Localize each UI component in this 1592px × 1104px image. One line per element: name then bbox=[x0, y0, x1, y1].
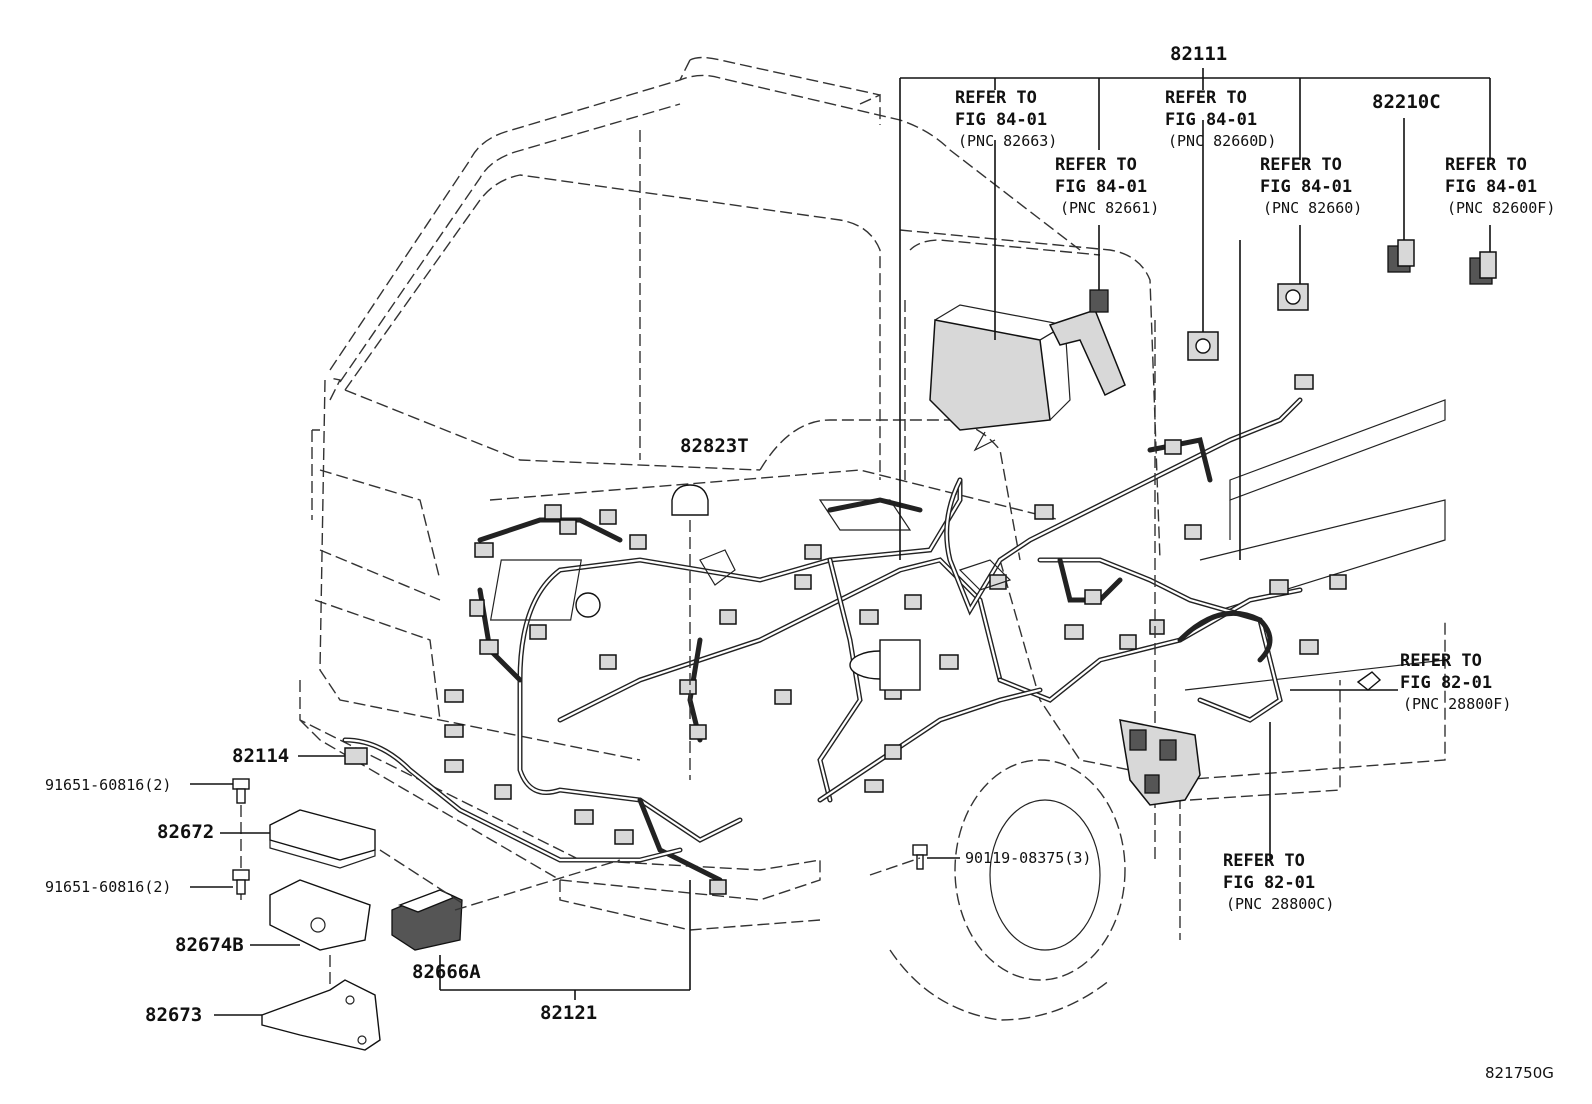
svg-text:REFER TO: REFER TO bbox=[1400, 651, 1482, 671]
ecu-82672-shape bbox=[220, 809, 376, 869]
bolt-90119-assy bbox=[869, 844, 960, 876]
svg-text:FIG 84-01: FIG 84-01 bbox=[1260, 177, 1352, 197]
label-bolt-90119: 90119-08375(3) bbox=[965, 849, 1091, 867]
ref-block-82600f: REFER TO FIG 84-01 (PNC 82600F) bbox=[1445, 155, 1555, 217]
svg-text:(PNC 28800F): (PNC 28800F) bbox=[1403, 695, 1511, 713]
label-82672: 82672 bbox=[157, 821, 214, 843]
ref-block-82661: REFER TO FIG 84-01 (PNC 82661) bbox=[1055, 155, 1159, 217]
bolt-91651-b bbox=[190, 869, 250, 895]
svg-text:(PNC 28800C): (PNC 28800C) bbox=[1226, 895, 1334, 913]
svg-text:FIG 82-01: FIG 82-01 bbox=[1223, 873, 1315, 893]
fuse-block-28800c bbox=[1119, 719, 1271, 860]
svg-text:(PNC 82660): (PNC 82660) bbox=[1263, 199, 1362, 217]
svg-text:FIG 84-01: FIG 84-01 bbox=[1055, 177, 1147, 197]
ref-block-82660d: REFER TO FIG 84-01 (PNC 82660D) bbox=[1165, 88, 1276, 150]
label-82666a: 82666A bbox=[412, 961, 481, 983]
svg-text:REFER TO: REFER TO bbox=[1260, 155, 1342, 175]
connector-28800f bbox=[1290, 671, 1398, 691]
svg-text:FIG 84-01: FIG 84-01 bbox=[955, 110, 1047, 130]
relay-82600f bbox=[1469, 225, 1497, 285]
svg-text:REFER TO: REFER TO bbox=[955, 88, 1037, 108]
label-82210c: 82210C bbox=[1372, 91, 1441, 113]
label-82114: 82114 bbox=[232, 745, 289, 767]
bracket-82661 bbox=[1048, 225, 1126, 397]
ref-block-28800f: REFER TO FIG 82-01 (PNC 28800F) bbox=[1400, 651, 1511, 713]
svg-text:REFER TO: REFER TO bbox=[1165, 88, 1247, 108]
svg-text:FIG 84-01: FIG 84-01 bbox=[1445, 177, 1537, 197]
relay-82660 bbox=[1277, 225, 1309, 311]
labels: 82111 82210C 82823T 82114 91651-60816(2)… bbox=[45, 43, 1555, 1082]
leader-82121 bbox=[379, 849, 691, 1000]
relay-82660d bbox=[1187, 120, 1219, 361]
figure-code: 821750G bbox=[1485, 1064, 1554, 1082]
label-82111: 82111 bbox=[1170, 43, 1227, 65]
label-bolt-91651-b: 91651-60816(2) bbox=[45, 878, 171, 896]
svg-text:(PNC 82663): (PNC 82663) bbox=[958, 132, 1057, 150]
ecu-82663 bbox=[929, 140, 1071, 452]
ref-block-82663: REFER TO FIG 84-01 (PNC 82663) bbox=[955, 88, 1057, 150]
bracket-82674b-shape bbox=[250, 879, 371, 985]
label-82121: 82121 bbox=[540, 1002, 597, 1024]
svg-text:FIG 82-01: FIG 82-01 bbox=[1400, 673, 1492, 693]
relay-82210c bbox=[1387, 118, 1415, 273]
svg-text:(PNC 82661): (PNC 82661) bbox=[1060, 199, 1159, 217]
ref-block-82660: REFER TO FIG 84-01 (PNC 82660) bbox=[1260, 155, 1362, 217]
clip-82114-assy bbox=[298, 747, 368, 765]
harness-connectors bbox=[444, 374, 1347, 895]
plate-82673-shape bbox=[214, 979, 381, 1051]
svg-text:REFER TO: REFER TO bbox=[1223, 851, 1305, 871]
label-bolt-91651-a: 91651-60816(2) bbox=[45, 776, 171, 794]
label-82823t: 82823T bbox=[680, 435, 749, 457]
svg-text:(PNC 82600F): (PNC 82600F) bbox=[1447, 199, 1555, 217]
svg-text:REFER TO: REFER TO bbox=[1055, 155, 1137, 175]
bulb-82823t bbox=[671, 484, 709, 780]
truck-cab-outline bbox=[299, 56, 1446, 1021]
svg-text:FIG 84-01: FIG 84-01 bbox=[1165, 110, 1257, 130]
svg-text:(PNC 82660D): (PNC 82660D) bbox=[1168, 132, 1276, 150]
engine-parts bbox=[489, 499, 1012, 691]
svg-text:REFER TO: REFER TO bbox=[1445, 155, 1527, 175]
ref-block-28800c: REFER TO FIG 82-01 (PNC 28800C) bbox=[1223, 851, 1334, 913]
block-82666a-shape bbox=[391, 889, 463, 990]
label-82674b: 82674B bbox=[175, 934, 244, 956]
label-82673: 82673 bbox=[145, 1004, 202, 1026]
